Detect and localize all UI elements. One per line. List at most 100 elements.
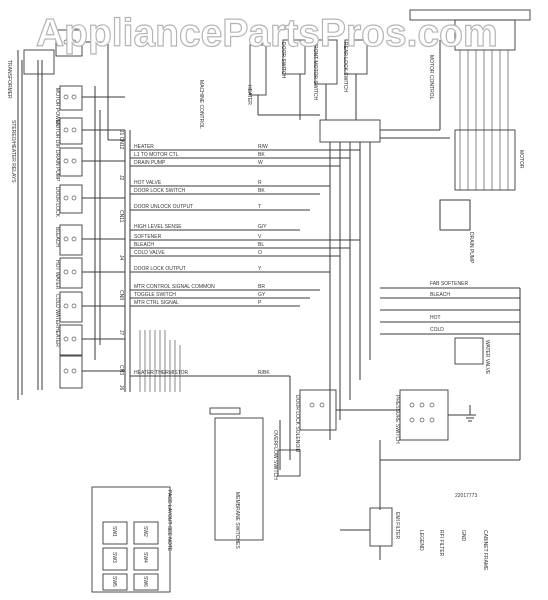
lower-switches: DOOR LOCK SOLENOID PRESSURE SWITCH — [279, 340, 521, 510]
top-components: DOOR SWITCH FRONT MOTOR SWITCH REAR LOCK… — [198, 9, 531, 440]
wire-color: R/BK — [258, 370, 270, 376]
relay-column: STEREO/HEATER RELAYS TRANSFORMER MOTOR P… — [6, 29, 125, 400]
part-number: 22017773 — [455, 493, 477, 499]
relay-box-drain-pump — [59, 147, 83, 177]
wire-color: O — [258, 250, 262, 256]
relay-label: HOT WATER — [54, 260, 60, 290]
signal-label: MTR CTRL SIGNAL — [134, 300, 179, 306]
wire-color: G/Y — [258, 224, 267, 230]
signal-label: DOOR LOCK SWITCH — [134, 188, 186, 194]
keypad-key-label: SW3 — [111, 552, 117, 563]
signal-label: TOGGLE SWITCH — [134, 292, 176, 298]
keypad-key — [102, 521, 128, 545]
door-lock-label: DOOR LOCK SOLENOID — [294, 395, 300, 453]
front-motor-switch-label: FRONT MOTOR SWITCH — [312, 42, 318, 101]
connector-label: CN3 — [118, 365, 124, 375]
relay-label: DRAIN PUMP — [54, 150, 60, 182]
relay-label: DOOR LOCK — [54, 187, 60, 218]
fab-softener-label: FAB SOFTENER — [430, 281, 468, 287]
signal-label: DOOR UNLOCK OUTPUT — [134, 204, 193, 210]
wire-color: V — [258, 234, 262, 240]
connector-strip: J1 CN12 J2 CN11 J4 CN8 J7 CN3 J6 — [118, 130, 131, 392]
signal-label: L1 TO MOTOR CTL — [134, 152, 179, 158]
relay-box-extra — [59, 355, 83, 389]
membrane-switch-group: MEMBRANE SWITCHES OVERFLOW SWITCH — [209, 407, 301, 549]
overflow-switch-label: OVERFLOW SWITCH — [272, 430, 278, 480]
motor-label: MOTOR — [518, 150, 524, 169]
wire-harness-block — [319, 119, 381, 143]
relay-box-door-lock — [59, 184, 83, 214]
pressure-switch-label: PRESSURE SWITCH — [394, 395, 400, 444]
motor — [454, 129, 516, 191]
emi-filter-label: EMI FILTER — [394, 512, 400, 540]
hot-label: HOT — [430, 315, 441, 321]
cold-label: COLD — [430, 327, 444, 333]
ground-label: GND — [460, 530, 466, 542]
wire-color: W — [258, 160, 263, 166]
signal-label: HEATER — [134, 144, 154, 150]
valve-group: FAB SOFTENER BLEACH HOT COLD WATER VALVE — [380, 281, 521, 375]
signal-label: MTR CONTROL SIGNAL COMMON — [134, 284, 215, 290]
wire-color: BK — [258, 188, 265, 194]
keypad-key-label: SW1 — [111, 526, 117, 537]
drain-pump-label: DRAIN PUMP — [468, 232, 474, 264]
keypad-key-label: SW5 — [111, 576, 117, 587]
keypad-key — [102, 573, 128, 591]
motor-control-label: MOTOR CONTROL — [428, 55, 434, 100]
signal-label: SOFTENER — [134, 234, 162, 240]
rear-lock-switch-label: REAR LOCK SWITCH — [342, 42, 348, 92]
relay-box-transformer — [55, 29, 83, 57]
keypad-key-label: SW6 — [142, 576, 148, 587]
keypad-frame — [91, 486, 171, 593]
water-valve — [454, 337, 484, 365]
overflow-switch — [277, 449, 301, 477]
relay-board-title: STEREO/HEATER RELAYS — [10, 120, 16, 183]
cabinet-frame-label: CABINET FRAME — [482, 530, 488, 571]
membrane-switches — [214, 417, 264, 541]
machine-control-label: MACHINE CONTROL — [198, 80, 204, 129]
signal-label: DRAIN PUMP — [134, 160, 166, 166]
connector-label: J1 CN12 — [118, 130, 124, 150]
wire-color: BR — [258, 284, 265, 290]
keypad-key-label: SW2 — [142, 526, 148, 537]
membrane-header — [209, 407, 241, 415]
bleach-label: BLEACH — [430, 292, 450, 298]
transformer-box — [23, 49, 55, 75]
keypad-key — [102, 547, 128, 571]
relay-label: MOTOR POWER — [54, 88, 60, 127]
motor-control-header — [409, 9, 531, 21]
signal-label: COLD VALVE — [134, 250, 165, 256]
wire-color: GY — [258, 292, 266, 298]
wire-color: P — [258, 300, 262, 306]
keypad-key — [133, 521, 159, 545]
relay-label: BLEACH — [54, 227, 60, 247]
keypad-layout: PAGE LAYOUT SEE NOTE SW1 SW2 SW3 SW4 SW5… — [91, 486, 172, 593]
wire-color: Y — [258, 266, 262, 272]
relay-label: MOTOR DIR — [54, 120, 60, 149]
signal-lines: HEATER R/W L1 TO MOTOR CTL BK DRAIN PUMP… — [130, 144, 360, 377]
heater-label: HEATER — [246, 85, 252, 105]
door-lock-solenoid — [299, 389, 337, 431]
wire-color: R/W — [258, 144, 268, 150]
relay-box-motor-power — [59, 85, 83, 111]
relay-label: COLD WATER — [54, 294, 60, 327]
relay-box-heater — [59, 324, 83, 356]
wire-color: T — [258, 204, 261, 210]
door-switch — [282, 39, 306, 75]
drain-pump — [439, 199, 471, 231]
door-switch-label: DOOR SWITCH — [280, 42, 286, 78]
relay-box-hot-water — [59, 257, 83, 289]
connector-label: J4 — [118, 255, 124, 261]
legend-label: LEGEND — [418, 530, 424, 551]
signal-label: DOOR LOCK OUTPUT — [134, 266, 186, 272]
watermark: AppliancePartsPros.com — [36, 12, 498, 55]
relay-label: TRANSFORMER — [6, 60, 12, 99]
wire-color: R — [258, 180, 262, 186]
relay-box-cold-water — [59, 291, 83, 323]
relay-box-bleach — [59, 224, 83, 256]
input-pins — [139, 330, 181, 392]
ground-icon — [464, 405, 476, 422]
connector-label: CN11 — [118, 210, 124, 223]
emi-filter — [369, 507, 393, 547]
